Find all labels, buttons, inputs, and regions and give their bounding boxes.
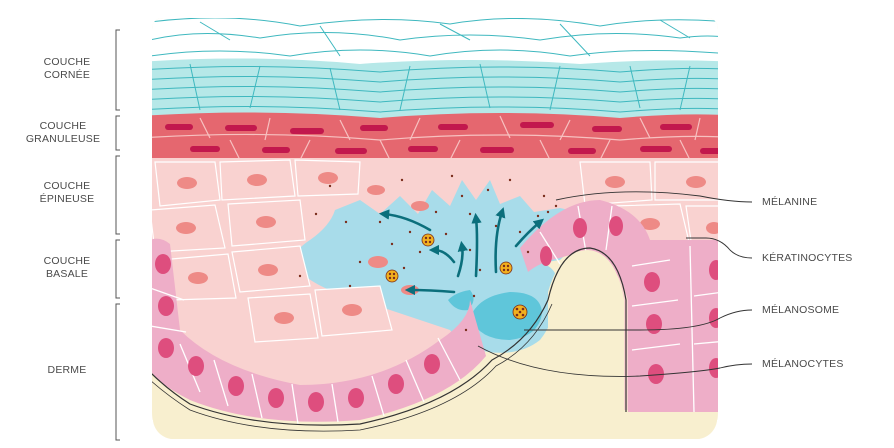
label-couche-granuleuse: COUCHE GRANULEUSE — [18, 120, 108, 146]
label-line: CORNÉE — [22, 69, 112, 82]
label-line: COUCHE — [22, 56, 112, 69]
label-keratinocytes: KÉRATINOCYTES — [762, 252, 853, 265]
label-line: ÉPINEUSE — [22, 193, 112, 206]
bracket-granuleuse — [116, 116, 120, 150]
label-derme: DERME — [22, 364, 112, 377]
label-line: DERME — [22, 364, 112, 377]
label-line: BASALE — [22, 268, 112, 281]
label-melanine: MÉLANINE — [762, 196, 817, 209]
label-line: GRANULEUSE — [18, 133, 108, 146]
label-couche-epineuse: COUCHE ÉPINEUSE — [22, 180, 112, 206]
label-line: COUCHE — [18, 120, 108, 133]
layer-brackets — [116, 30, 120, 440]
stratum-corneum — [140, 10, 740, 118]
label-line: COUCHE — [22, 255, 112, 268]
stratum-granulosum — [140, 112, 740, 160]
bracket-basale — [116, 240, 120, 298]
label-melanosome: MÉLANOSOME — [762, 304, 839, 317]
label-melanocytes: MÉLANOCYTES — [762, 358, 844, 371]
label-line: COUCHE — [22, 180, 112, 193]
label-couche-basale: COUCHE BASALE — [22, 255, 112, 281]
dermal-papilla — [548, 250, 624, 412]
label-couche-cornee: COUCHE CORNÉE — [22, 56, 112, 82]
bracket-epineuse — [116, 156, 120, 234]
bracket-cornee — [116, 30, 120, 110]
bracket-derme — [116, 304, 120, 440]
